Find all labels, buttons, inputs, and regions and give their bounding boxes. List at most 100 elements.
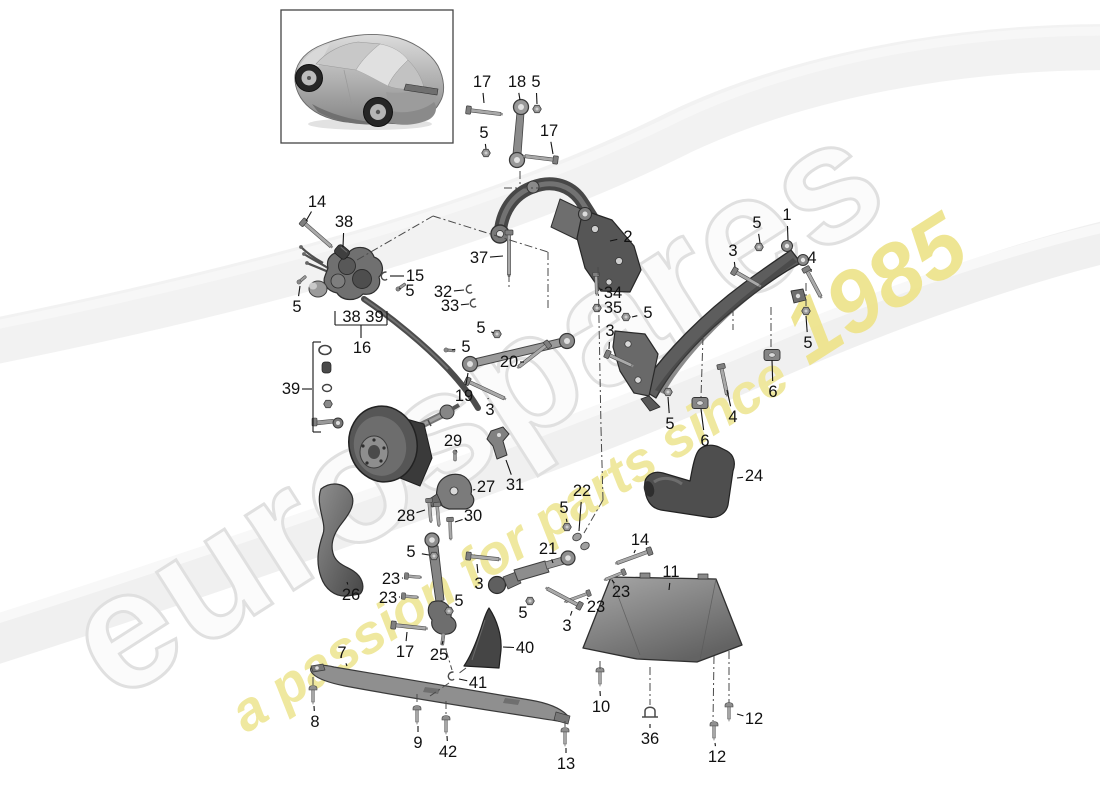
part-brake-disc-hub bbox=[348, 405, 433, 487]
part-upright-27 bbox=[427, 473, 475, 510]
hardware-bolt bbox=[730, 266, 762, 288]
callout-label-3: 3 bbox=[605, 322, 614, 340]
callout-label-6: 6 bbox=[768, 383, 777, 401]
callout-label-5: 5 bbox=[461, 338, 470, 356]
construction-line bbox=[445, 649, 453, 671]
construction-line bbox=[600, 427, 604, 501]
construction-line bbox=[429, 682, 450, 697]
callout-label-23: 23 bbox=[382, 570, 400, 588]
hardware-bolt bbox=[463, 376, 507, 401]
construction-line bbox=[597, 266, 602, 429]
callout-label-38: 38 bbox=[335, 213, 353, 231]
callout-label-40: 40 bbox=[516, 639, 534, 657]
callout-label-23: 23 bbox=[587, 598, 605, 616]
hardware-pin bbox=[452, 449, 458, 462]
callout-label-5: 5 bbox=[559, 499, 568, 517]
hardware-bolt bbox=[425, 497, 433, 523]
hardware-nut bbox=[663, 387, 673, 397]
hardware-bolt bbox=[801, 265, 823, 299]
part-elbow-24 bbox=[643, 444, 735, 519]
callout-label-28: 28 bbox=[397, 507, 415, 525]
construction-line bbox=[583, 499, 604, 534]
callout-label-12: 12 bbox=[708, 748, 726, 766]
callout-label-5: 5 bbox=[665, 415, 674, 433]
callout-label-17: 17 bbox=[396, 643, 414, 661]
callout-label-36: 36 bbox=[641, 730, 659, 748]
callout-label-17: 17 bbox=[540, 122, 558, 140]
callout-label-15: 15 bbox=[406, 267, 424, 285]
construction-line bbox=[712, 655, 715, 722]
leader-line bbox=[631, 315, 638, 318]
part-side-section-2 bbox=[550, 198, 642, 293]
leader-line bbox=[667, 396, 670, 414]
hardware-nut bbox=[525, 596, 535, 606]
hardware-bolt bbox=[545, 586, 584, 611]
construction-line bbox=[432, 215, 549, 253]
part-coupling-link-18 bbox=[508, 98, 530, 169]
callout-label-9: 9 bbox=[413, 734, 422, 752]
hardware-bolt bbox=[465, 551, 501, 562]
hardware-bolt bbox=[446, 516, 454, 541]
leader-line bbox=[298, 285, 301, 297]
callout-label-3: 3 bbox=[485, 401, 494, 419]
hardware-bolt bbox=[614, 546, 654, 565]
hardware-bolt bbox=[516, 339, 552, 369]
leader-line bbox=[482, 92, 485, 104]
hardware-screw bbox=[595, 667, 605, 687]
callout-label-18: 18 bbox=[508, 73, 526, 91]
callout-label-13: 13 bbox=[557, 755, 575, 773]
hardware-screw bbox=[560, 727, 570, 747]
hardware-nut bbox=[562, 522, 572, 532]
callout-label-5: 5 bbox=[454, 592, 463, 610]
hardware-bolt bbox=[592, 272, 600, 296]
hardware-bolt bbox=[603, 349, 634, 368]
callout-label-5: 5 bbox=[406, 543, 415, 561]
hardware-pin bbox=[395, 282, 407, 292]
callout-label-14: 14 bbox=[631, 531, 649, 549]
hardware-nut bbox=[801, 306, 811, 316]
callout-label-30: 30 bbox=[464, 507, 482, 525]
callout-label-23: 23 bbox=[379, 589, 397, 607]
callout-label-7: 7 bbox=[337, 644, 346, 662]
callout-label-24: 24 bbox=[745, 467, 763, 485]
hardware-bolt bbox=[504, 229, 514, 277]
callout-label-22: 22 bbox=[573, 482, 591, 500]
hardware-clip bbox=[380, 271, 388, 281]
leader-line bbox=[578, 501, 582, 532]
callout-label-20: 20 bbox=[500, 353, 518, 371]
leader-line bbox=[518, 92, 521, 101]
callout-label-4: 4 bbox=[807, 249, 816, 267]
leader-line bbox=[489, 255, 504, 258]
leader-line bbox=[346, 581, 349, 585]
leader-line bbox=[551, 559, 554, 564]
leader-line bbox=[491, 331, 495, 334]
hardware-nut bbox=[592, 303, 602, 313]
leader-line bbox=[599, 288, 603, 291]
callout-label-8: 8 bbox=[310, 713, 319, 731]
leader-line bbox=[633, 549, 636, 554]
hardware-bushing bbox=[334, 244, 350, 260]
part-bracket-31 bbox=[486, 426, 510, 460]
leader-line bbox=[421, 553, 430, 556]
leader-line bbox=[805, 315, 808, 333]
part-underbody-panel-11 bbox=[582, 572, 743, 663]
leader-line bbox=[786, 225, 789, 241]
callout-label-35: 35 bbox=[604, 299, 622, 317]
leader-line bbox=[416, 509, 426, 514]
callout-label-14: 14 bbox=[308, 193, 326, 211]
callout-label-32: 32 bbox=[434, 283, 452, 301]
callout-label-5: 5 bbox=[518, 604, 527, 622]
part-rail-7 bbox=[310, 663, 571, 725]
leader-line bbox=[342, 232, 345, 248]
leader-line bbox=[550, 141, 554, 155]
callout-label-26: 26 bbox=[342, 586, 360, 604]
leader-line bbox=[535, 92, 538, 105]
leader-line bbox=[451, 348, 456, 351]
leader-line bbox=[726, 389, 732, 407]
leader-line bbox=[454, 518, 463, 523]
leader-lines bbox=[298, 92, 812, 753]
hardware-bolt bbox=[433, 501, 441, 527]
callout-label-5: 5 bbox=[531, 73, 540, 91]
